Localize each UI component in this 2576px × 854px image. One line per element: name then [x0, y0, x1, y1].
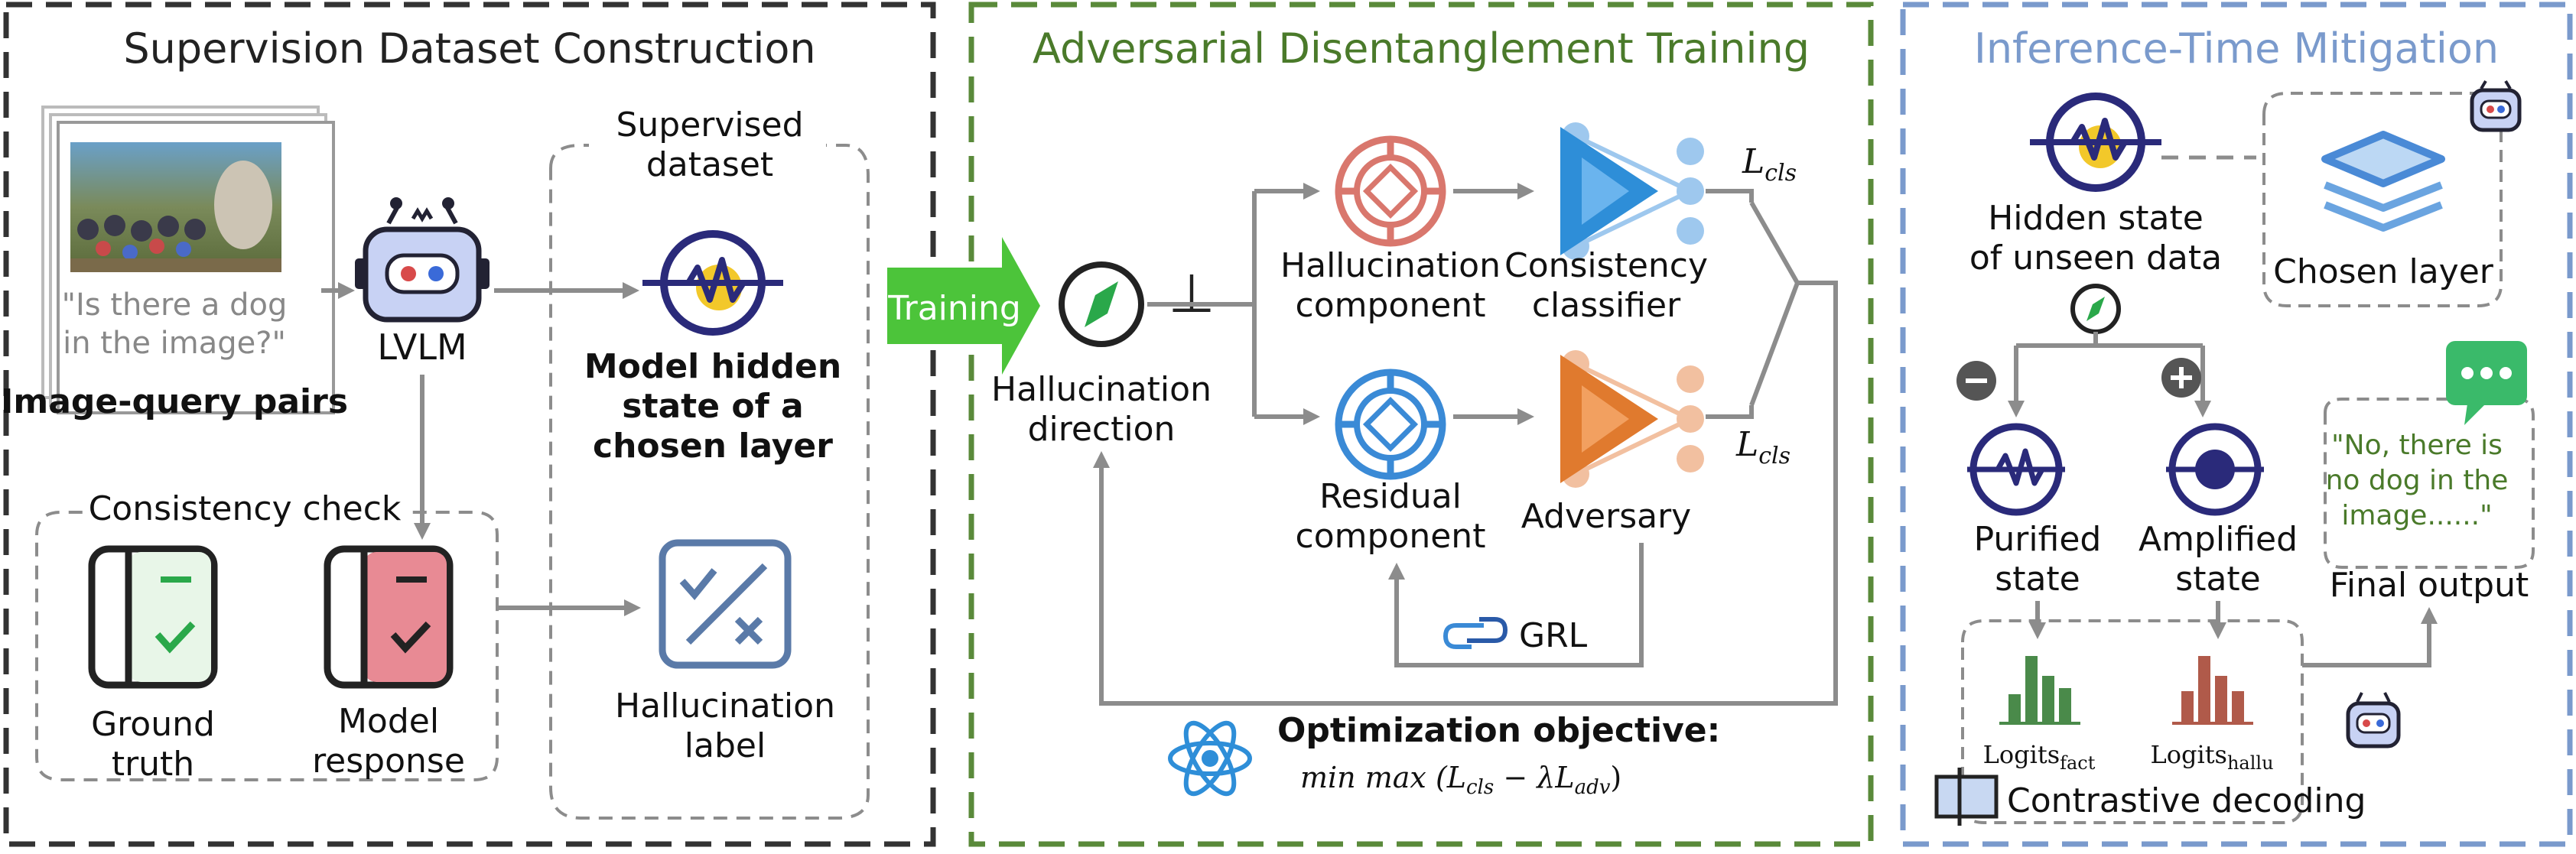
training-label: Training — [887, 289, 1021, 328]
supervised-dataset-label-line1: Supervised — [616, 106, 803, 144]
optimization-objective-label: Optimization objective: — [1277, 711, 1720, 750]
panel2-title: Adversarial Disentanglement Training — [1033, 24, 1810, 73]
lvlm-robot-icon — [355, 197, 490, 323]
panel3-title: Inference-Time Mitigation — [1974, 24, 2499, 73]
residual-component-line2: component — [1296, 517, 1486, 556]
loss-cls-bottom: Lcls — [1735, 425, 1791, 469]
residual-component-icon — [1335, 369, 1446, 480]
contrastive-decoding-icon — [1934, 768, 1999, 826]
hallucination-component-icon — [1335, 135, 1446, 247]
consistency-classifier-line1: Consistency — [1504, 246, 1708, 285]
image-query-text-line1: "Is there a dog — [62, 287, 288, 323]
amplified-state-icon — [2166, 423, 2264, 516]
chat-bubble-icon — [2446, 341, 2527, 425]
hallucination-component-line1: Hallucination — [1280, 246, 1501, 285]
unseen-hidden-state-line2: of unseen data — [1969, 239, 2222, 278]
hidden-state-icon — [642, 230, 783, 336]
unseen-hidden-state-line1: Hidden state — [1988, 199, 2204, 238]
minus-icon — [1956, 361, 1996, 401]
amplified-state-line1: Amplified — [2139, 520, 2298, 559]
hallucination-label-icon — [659, 539, 792, 669]
model-hidden-state-line2: state of a — [622, 387, 804, 426]
robot-icon-top — [2470, 80, 2522, 132]
panel-adversarial-training: Adversarial Disentanglement Training Tra… — [887, 2, 1874, 847]
image-query-card: "Is there a dog in the image?" — [41, 106, 335, 414]
loss-cls-top: Lcls — [1742, 142, 1797, 187]
ground-truth-line2: truth — [112, 745, 194, 784]
chosen-layer-region — [2262, 92, 2503, 307]
lvlm-label: LVLM — [377, 326, 467, 368]
model-response-line1: Model — [338, 702, 439, 741]
panel-inference-mitigation: Inference-Time Mitigation Hidden state o… — [1900, 2, 2573, 847]
compass-icon — [1059, 261, 1144, 347]
consistency-check-label: Consistency check — [89, 489, 402, 528]
layers-icon — [2321, 131, 2445, 232]
plus-icon — [2161, 358, 2201, 398]
unseen-hidden-state-icon — [2030, 93, 2161, 192]
hallucination-component-line2: component — [1296, 286, 1486, 325]
model-hidden-state-line3: chosen layer — [593, 427, 833, 466]
hallucination-label-line1: Hallucination — [615, 687, 835, 726]
image-query-text-line2: in the image?" — [63, 326, 286, 361]
logits-hallu-label: Logitshallu — [2150, 740, 2273, 774]
grl-label: GRL — [1519, 616, 1588, 655]
objective-formula: min max (Lcls − λLadv) — [1300, 761, 1621, 799]
hallucination-direction-line1: Hallucination — [991, 370, 1212, 409]
supervised-dataset-label-line2: dataset — [646, 145, 773, 184]
ground-truth-icon — [88, 545, 218, 689]
contrastive-decoding-label: Contrastive decoding — [2007, 781, 2366, 820]
robot-icon-bottom — [2346, 692, 2401, 748]
perpendicular-symbol: ⊥ — [1169, 262, 1215, 325]
panel1-title: Supervision Dataset Construction — [123, 24, 815, 73]
hallucination-label-line2: label — [685, 726, 766, 765]
adversary-label: Adversary — [1521, 497, 1691, 536]
chosen-layer-label: Chosen layer — [2273, 252, 2494, 291]
panel-supervision-dataset: Supervision Dataset Construction "Is the… — [1, 2, 936, 847]
training-arrow: Training — [887, 237, 1040, 375]
model-response-line2: response — [312, 742, 465, 781]
purified-state-line1: Purified — [1974, 520, 2102, 559]
small-compass-icon — [2070, 284, 2121, 334]
supervised-dataset-region — [549, 144, 870, 820]
consistency-classifier-line2: classifier — [1532, 286, 1681, 325]
model-hidden-state-line1: Model hidden — [584, 347, 841, 386]
logits-fact-label: Logitsfact — [1983, 740, 2096, 774]
final-quote-line3: image......" — [2341, 500, 2492, 531]
final-quote-line2: no dog in the — [2326, 465, 2509, 496]
consistency-check-region — [35, 511, 499, 781]
amplified-state-line2: state — [2175, 560, 2260, 599]
grl-icon — [1442, 617, 1508, 649]
logits-fact-bars — [1999, 656, 2080, 725]
purified-state-icon — [1967, 423, 2065, 516]
adversary-icon — [1560, 350, 1704, 488]
hallucination-direction-line2: direction — [1028, 410, 1176, 449]
contrastive-decoding-region — [1961, 619, 2304, 824]
logits-hallu-bars — [2172, 656, 2253, 725]
final-output-label: Final output — [2330, 566, 2529, 605]
atom-icon — [1168, 720, 1252, 797]
final-quote-line1: "No, there is — [2331, 430, 2503, 461]
consistency-classifier-icon — [1560, 122, 1704, 260]
model-response-icon — [324, 545, 454, 689]
purified-state-line2: state — [1995, 560, 2080, 599]
ground-truth-line1: Ground — [91, 705, 215, 744]
image-query-pairs-label: Image-query pairs — [1, 382, 348, 421]
residual-component-line1: Residual — [1319, 477, 1462, 516]
final-output-region — [2324, 398, 2535, 569]
